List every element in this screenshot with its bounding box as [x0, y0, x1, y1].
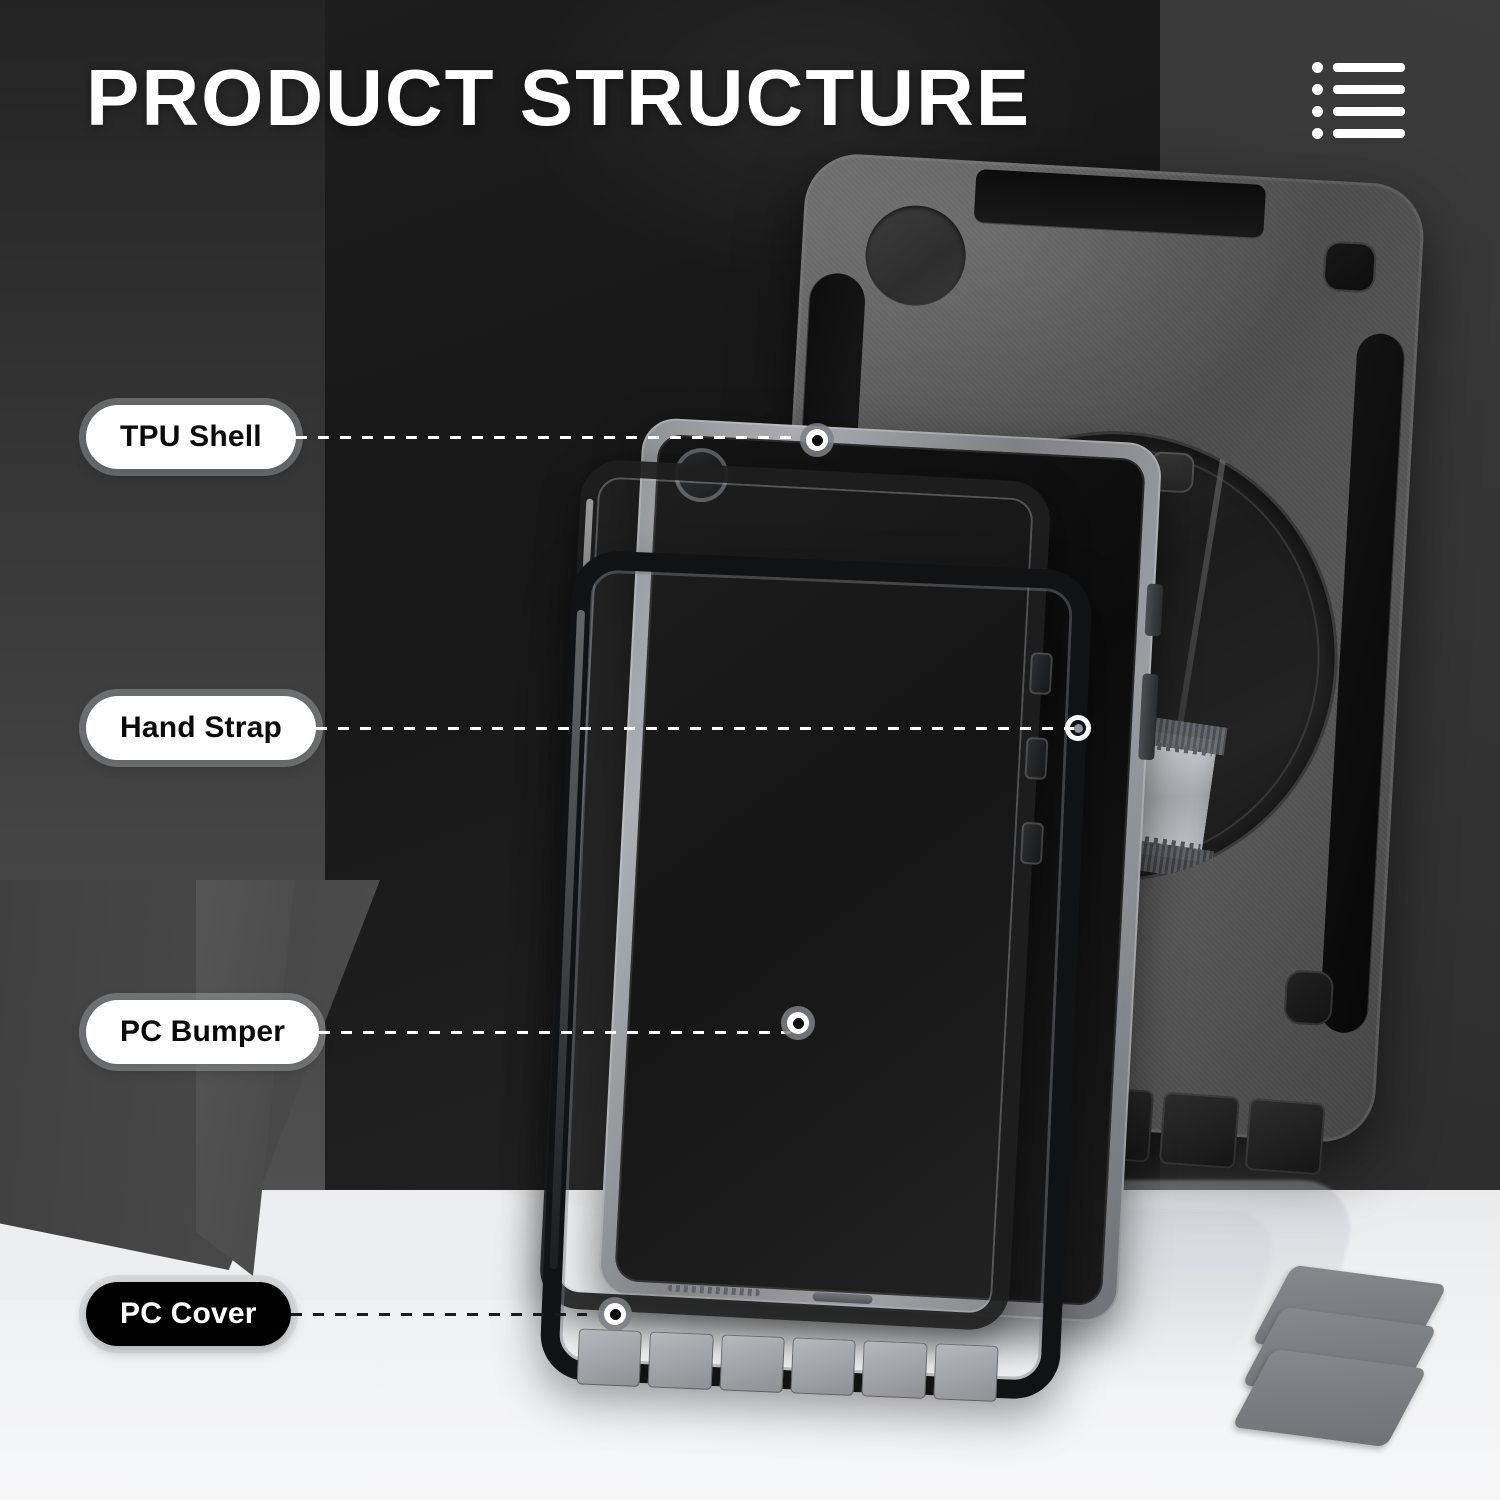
callout-label-tpu-shell[interactable]: TPU Shell: [86, 405, 296, 469]
tpu-shell-corner-cutout-br: [1283, 969, 1335, 1027]
callout-pc-bumper[interactable]: PC Bumper: [86, 1000, 792, 1064]
leader-line-pc-cover: [290, 1312, 587, 1316]
callout-label-pc-bumper[interactable]: PC Bumper: [86, 1000, 320, 1064]
tablet-power-button: [1144, 583, 1164, 637]
pc-cover-clip: [932, 1343, 999, 1402]
list-icon-dot: [1312, 128, 1323, 139]
pc-cover-clip: [861, 1340, 928, 1399]
list-icon-bar: [1333, 63, 1405, 72]
list-icon-bar: [1333, 129, 1405, 138]
list-icon-dot: [1312, 106, 1323, 117]
decorative-plate-stack: [1231, 1264, 1475, 1465]
callout-label-pc-cover[interactable]: PC Cover: [86, 1282, 291, 1346]
tpu-shell-clip: [1244, 1097, 1326, 1176]
page-title: PRODUCT STRUCTURE: [86, 53, 1032, 142]
pc-cover-clip: [719, 1334, 785, 1393]
product-layer-pc-cover: [538, 549, 1094, 1402]
marker-tpu-shell: [800, 423, 834, 457]
callout-pc-cover[interactable]: PC Cover: [86, 1282, 587, 1346]
list-icon-bar: [1333, 107, 1405, 116]
marker-pc-cover: [598, 1297, 632, 1331]
marker-hand-strap: [1065, 715, 1091, 741]
list-icon[interactable]: [1312, 62, 1408, 140]
callout-tpu-shell[interactable]: TPU Shell: [86, 405, 791, 469]
leader-line-hand-strap: [316, 726, 1089, 730]
list-icon-dot: [1312, 84, 1323, 95]
pc-cover-frame: [538, 549, 1094, 1401]
list-icon-dot: [1312, 62, 1323, 73]
callout-hand-strap[interactable]: Hand Strap: [86, 696, 1089, 760]
pc-cover-clip: [790, 1337, 857, 1396]
tpu-shell-clip: [1158, 1091, 1240, 1170]
marker-pc-bumper: [781, 1006, 815, 1040]
pc-cover-clip: [647, 1331, 714, 1390]
leader-line-pc-bumper: [319, 1030, 792, 1034]
callout-label-hand-strap[interactable]: Hand Strap: [86, 696, 317, 760]
list-icon-bar: [1333, 85, 1405, 94]
leader-line-tpu-shell: [295, 435, 791, 439]
tpu-shell-corner-cutout-tr: [1322, 240, 1378, 294]
